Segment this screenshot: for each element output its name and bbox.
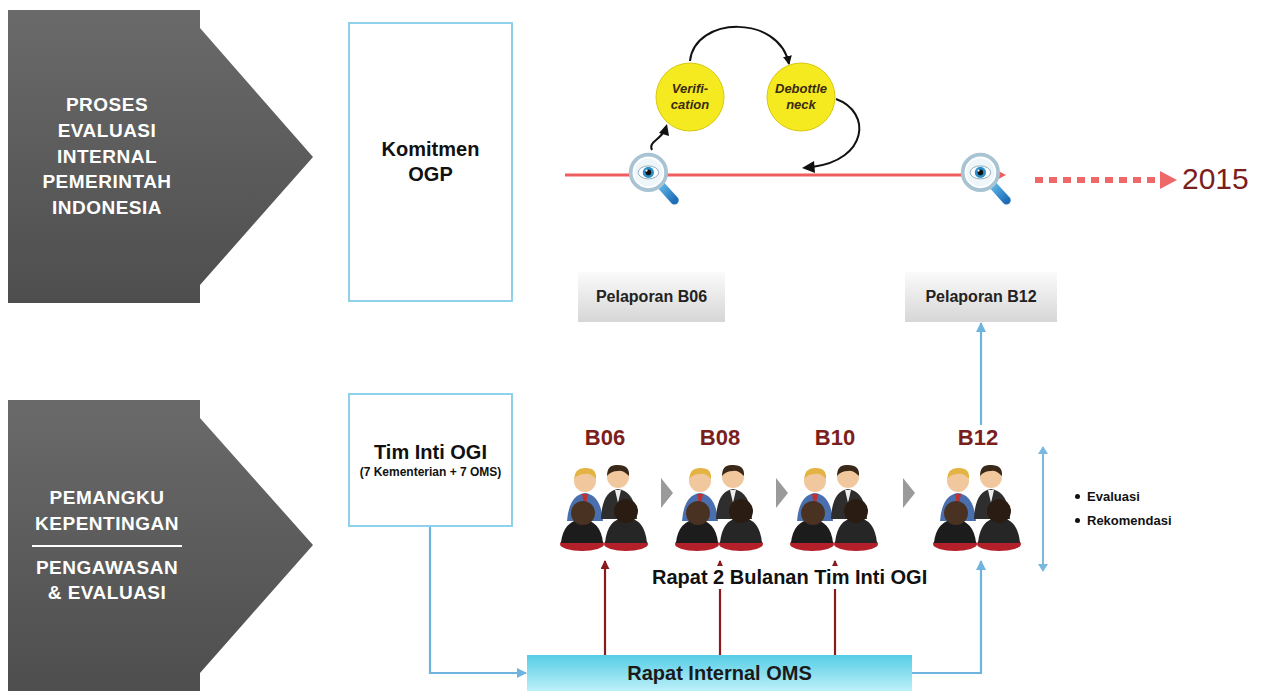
node-title: Komitmen OGP [358,137,503,187]
node-title: B06 [585,425,625,451]
node-title: Rapat Internal OMS [627,662,811,685]
connector-arrow [430,527,526,673]
meeting-caption: Rapat 2 Bulanan Tim Inti OGI [648,566,931,589]
node-title: PEMANGKU KEPENTINGAN [22,485,192,536]
connector-arrow [604,561,606,655]
node-title: Pelaporan B12 [925,288,1036,306]
node-title: Debottle neck [770,81,832,112]
connector-arrow [690,27,789,64]
connector-arrow [980,323,982,425]
meeting-group: B12 [928,425,1028,560]
node-subtitle: (7 Kementerian + 7 OMS) [360,465,502,479]
year-label: 2015 [1182,162,1249,196]
category-chevron: PROSES EVALUASI INTERNAL PEMERINTAH INDO… [8,10,313,303]
node-title: B10 [815,425,855,451]
meeting-group: B10 [785,425,885,560]
bullet-row: Evaluasi [1075,489,1140,504]
node-title: B12 [958,425,998,451]
bullet-dot [1075,518,1080,523]
node-title: Pelaporan B06 [596,288,707,306]
commitment-box: Komitmen OGP [348,22,513,302]
node-subtitle: PENGAWASAN & EVALUASI [32,545,182,606]
bullet-dot [1075,494,1080,499]
bullet-row: Rekomendasi [1075,513,1172,528]
meeting-group: B06 [555,425,655,560]
node-title: Verifi- cation [659,81,721,112]
people-icon [928,451,1028,551]
people-icon [785,451,885,551]
chevron-shape [8,10,313,303]
report-box: Pelaporan B12 [905,272,1057,322]
category-chevron: PEMANGKU KEPENTINGAN PENGAWASAN & EVALUAS… [8,400,313,691]
step-circle: Debottle neck [766,62,836,132]
bullet-item: Evaluasi [1087,489,1140,504]
report-box: Pelaporan B06 [578,272,725,322]
people-icon [555,451,655,551]
node-title: PROSES EVALUASI INTERNAL PEMERINTAH INDO… [22,92,192,220]
meeting-band: Rapat Internal OMS [527,655,912,691]
step-circle: Verifi- cation [655,62,725,132]
meeting-group: B08 [670,425,770,560]
people-icon [670,451,770,551]
bullet-item: Rekomendasi [1087,513,1172,528]
node-title: B08 [700,425,740,451]
team-box: Tim Inti OGI(7 Kementerian + 7 OMS) [348,393,513,527]
node-title: Tim Inti OGI [374,440,487,465]
